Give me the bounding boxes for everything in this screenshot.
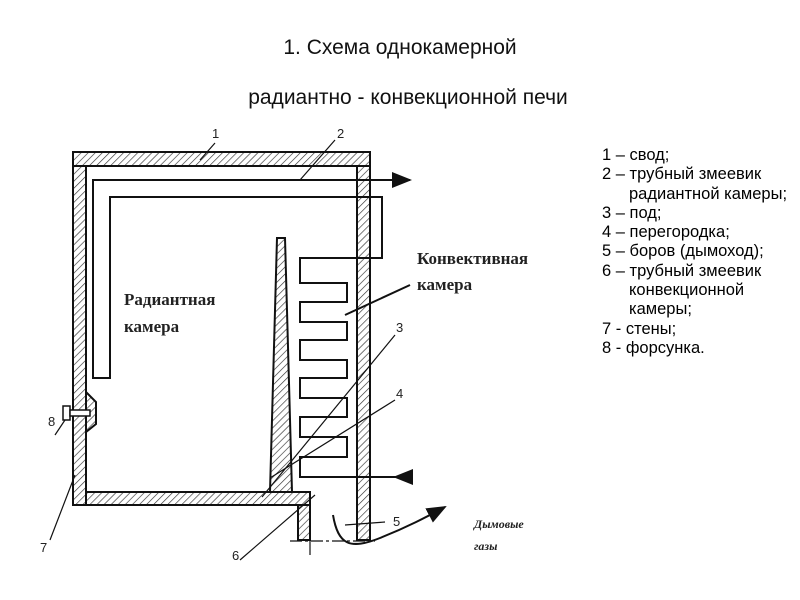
legend-item: 1 – свод; (602, 146, 670, 164)
convective-label-2: камера (417, 275, 473, 294)
legend-item: 2 – трубный змеевик радиантной камеры; (602, 165, 788, 203)
floor (85, 491, 311, 506)
callout-7: 7 (40, 540, 47, 555)
radiant-label-2: камера (124, 317, 180, 336)
burner-block (85, 389, 97, 435)
callout-6: 6 (232, 548, 239, 563)
roof-wall (72, 151, 371, 167)
legend-item: 5 – боров (дымоход); (602, 242, 764, 261)
left-wall (72, 165, 87, 506)
right-wall (356, 165, 371, 541)
callout-1: 1 (212, 126, 219, 141)
convective-label-1: Конвективная (417, 249, 528, 268)
legend-item: 4 – перегородка; (602, 223, 730, 242)
slide-title-line-1: 1. Схема однокамерной (283, 36, 517, 59)
legend-item: 8 - форсунка. (602, 338, 705, 357)
radiant-label-1: Радиантная (124, 290, 215, 309)
radiant-coil (92, 172, 413, 485)
callout-3: 3 (396, 320, 403, 335)
legend-item: 3 – под; (602, 203, 662, 222)
legend: 1 – свод; 2 – трубный змеевик радиантной… (602, 146, 799, 358)
legend-item: 6 – трубный змеевик конвекционной камеры… (602, 261, 762, 319)
chimney-wall (297, 504, 311, 541)
partition (268, 237, 294, 493)
slide-title-line-2: радиантно - конвекционной печи (248, 86, 568, 109)
callout-8: 8 (48, 414, 55, 429)
legend-item: 7 - стены; (602, 319, 677, 338)
burner (62, 405, 91, 421)
callout-2: 2 (337, 126, 344, 141)
callout-5: 5 (393, 514, 400, 529)
smoke-label-1: Дымовые (473, 517, 524, 531)
callout-numbers: 1 2 3 4 5 6 7 8 (40, 126, 403, 563)
smoke-label-2: газы (474, 539, 497, 553)
callout-4: 4 (396, 386, 403, 401)
